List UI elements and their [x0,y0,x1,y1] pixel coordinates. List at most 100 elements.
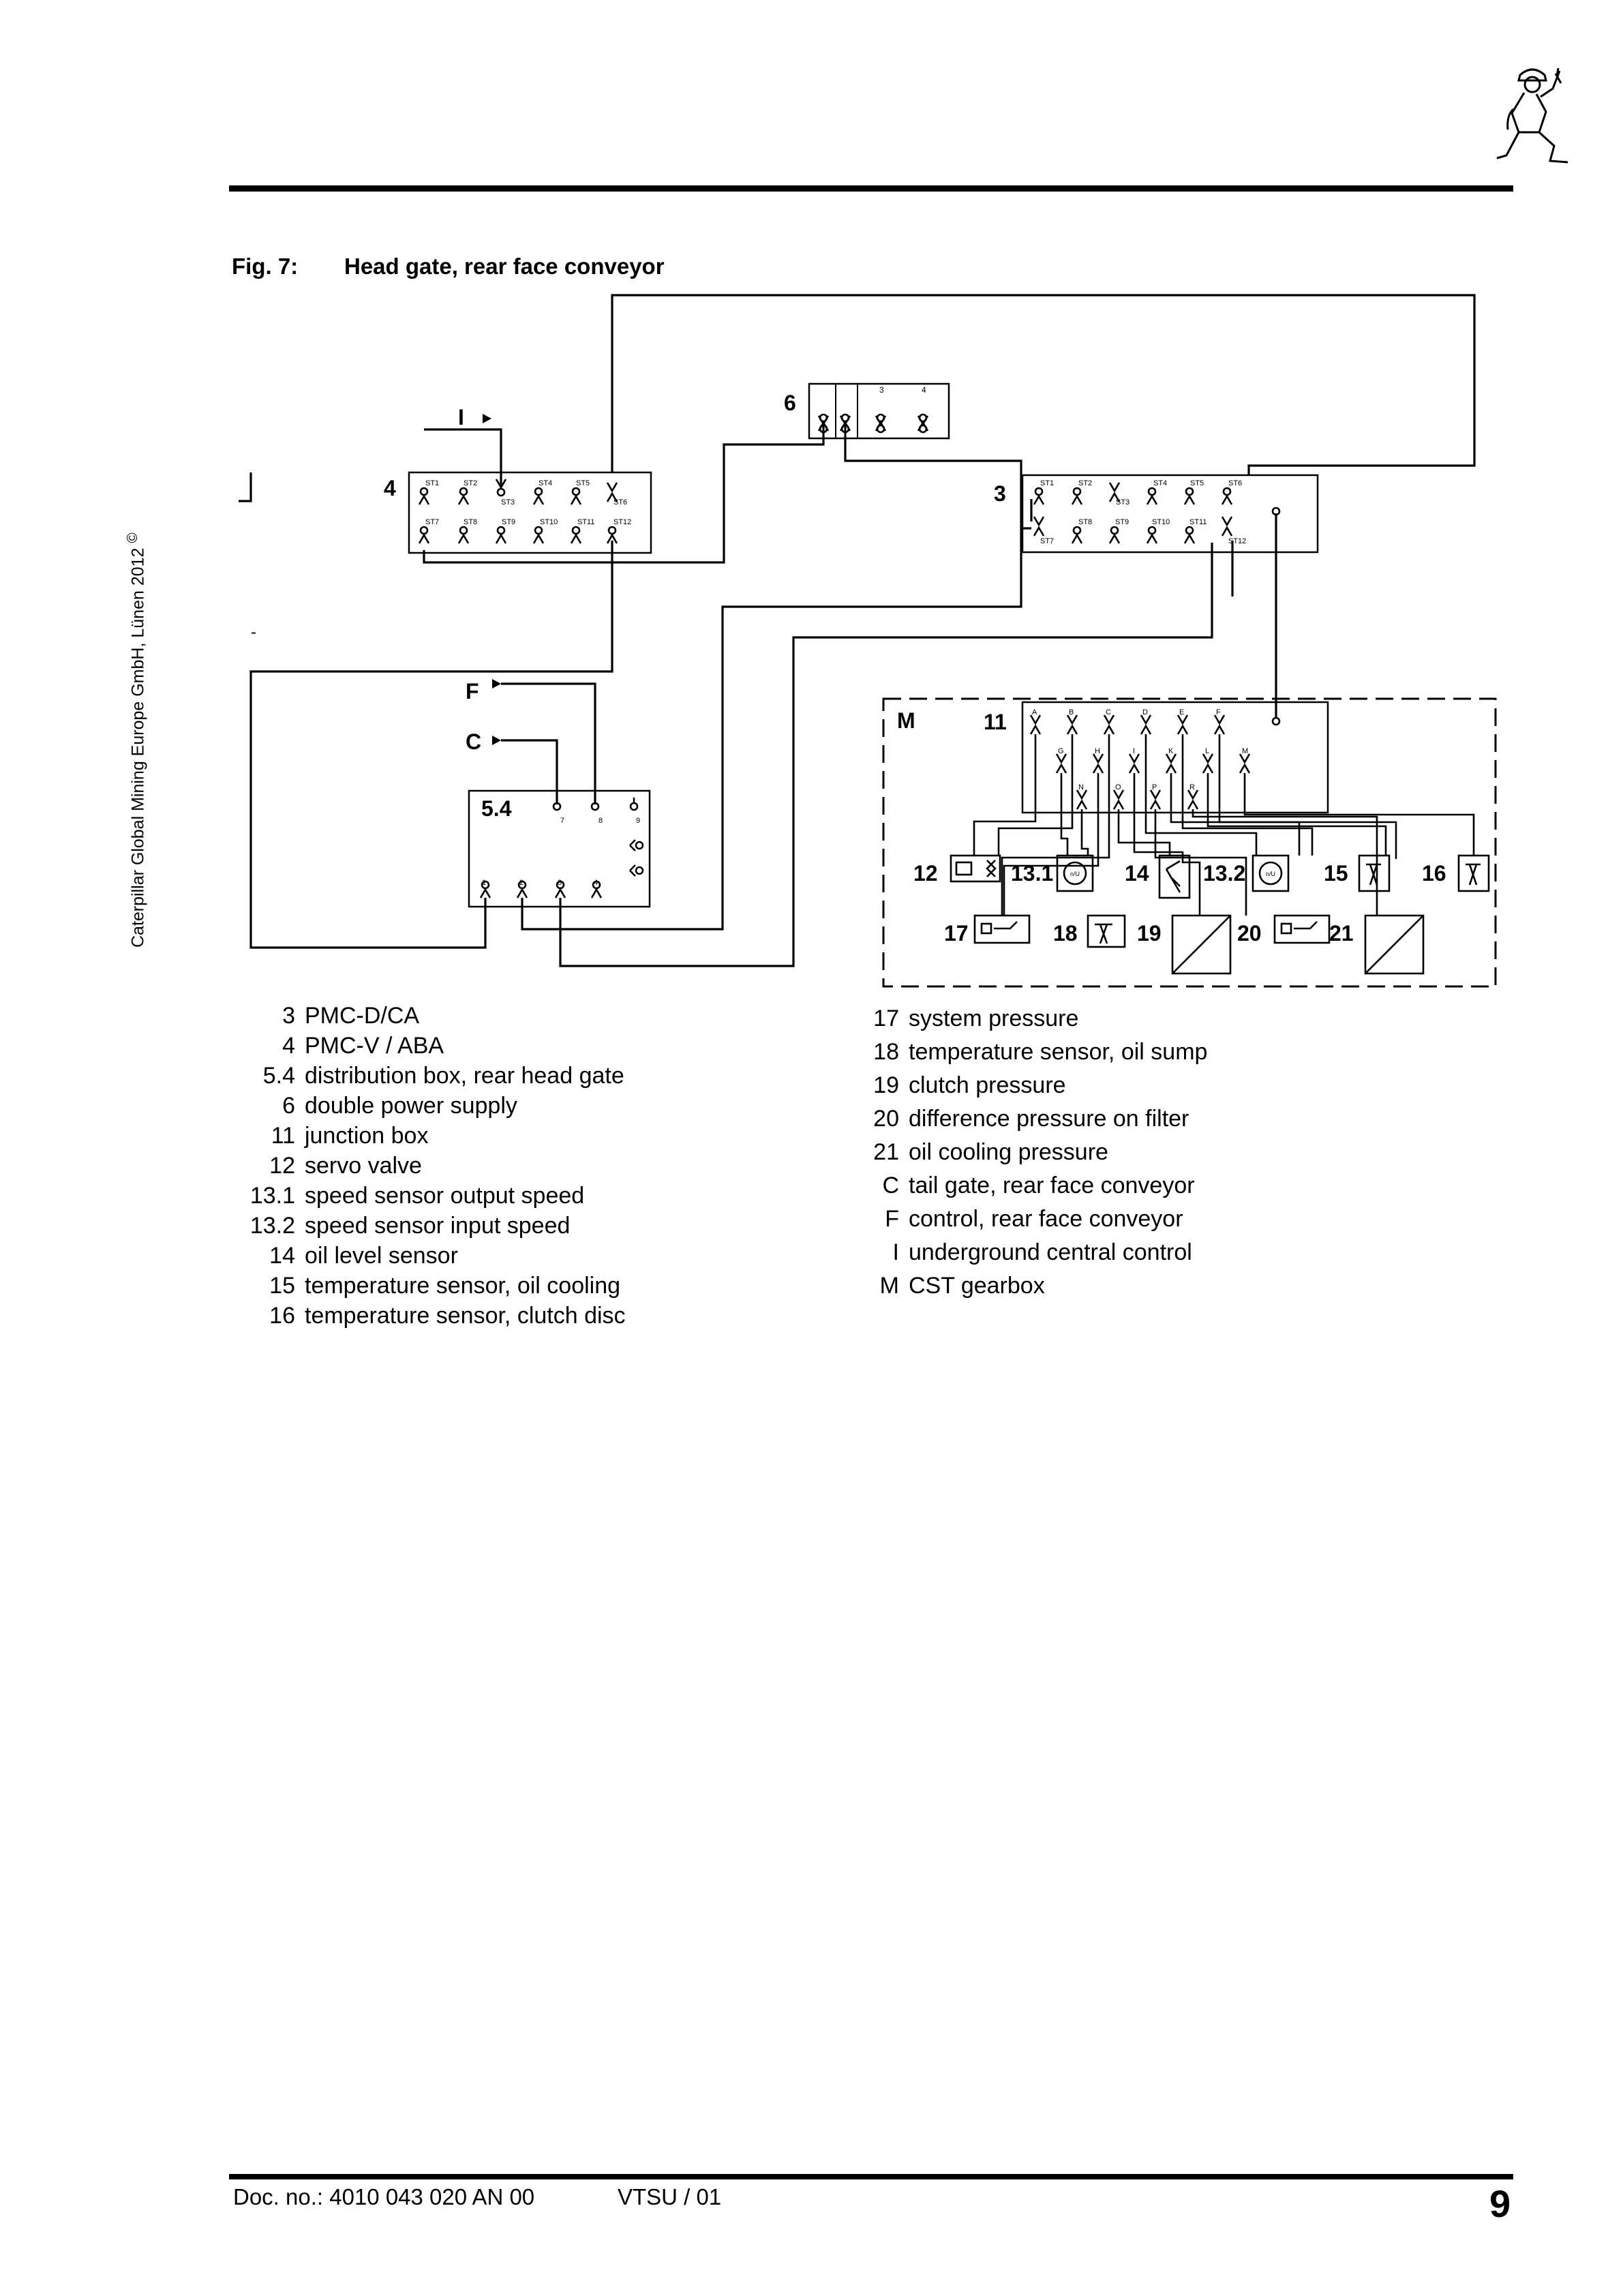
legend-item: 13.1 speed sensor output speed [218,1181,626,1211]
diagram-dash: - [251,623,256,641]
box6-term-4: 4 [922,385,926,395]
label-11: 11 [984,710,1007,734]
legend-number: 15 [269,1273,295,1299]
device-label: 13.1 [1011,861,1053,886]
legend-number: M [879,1273,899,1299]
svg-text:ST12: ST12 [613,518,631,526]
system-pressure-symbol [973,914,1031,944]
junction-box-11 [1021,701,1329,814]
legend-number: 19 [873,1072,899,1098]
legend-text: PMC-V / ABA [305,1033,444,1059]
svg-text:ST8: ST8 [1078,518,1092,526]
svg-text:R: R [1189,783,1195,791]
legend-number: 12 [269,1153,295,1179]
label-M: M [897,708,915,733]
legend-text: double power supply [305,1093,517,1119]
doc-number: Doc. no.: 4010 043 020 AN 00 [233,2184,535,2209]
legend-text: difference pressure on filter [909,1106,1189,1132]
legend-number: 13.1 [249,1183,295,1209]
legend-item: 15 temperature sensor, oil cooling [218,1271,626,1301]
legend-text: junction box [305,1123,429,1149]
svg-text:K: K [1168,747,1174,755]
legend-number: 5.4 [262,1063,295,1089]
label-4: 4 [384,476,396,500]
svg-text:ST5: ST5 [576,479,590,487]
legend-text: CST gearbox [909,1273,1045,1299]
legend-number: I [892,1239,899,1265]
svg-text:ST9: ST9 [502,518,515,526]
svg-text:ST3: ST3 [501,498,515,507]
page-number: 9 [1489,2182,1511,2225]
legend-text: servo valve [305,1153,422,1179]
pmc-d-ca-box [1021,474,1319,554]
side-text: Caterpillar Global Mining Europe GmbH, L… [128,547,148,948]
svg-text:ST6: ST6 [613,498,627,507]
svg-text:M: M [1242,747,1248,755]
svg-text:C: C [1106,708,1111,716]
legend-number: 13.2 [249,1213,295,1239]
oil-cooling-pressure-symbol [1364,914,1425,975]
legend-text: speed sensor output speed [305,1183,585,1209]
header-rule [229,185,1513,192]
legend-item: M CST gearbox [866,1269,1207,1303]
svg-text:4: 4 [594,879,598,887]
device-label: 19 [1137,921,1162,946]
label-5-4: 5.4 [481,796,512,821]
svg-text:ST11: ST11 [1189,518,1207,526]
legend-text: distribution box, rear head gate [305,1063,624,1089]
footer-rule [229,2174,1513,2179]
copyright-icon: © [125,532,140,543]
device-label: 15 [1324,861,1348,886]
temp-sensor-oil-cooling-symbol [1358,854,1391,892]
legend-item: 12 servo valve [218,1151,626,1181]
legend-number: 21 [873,1139,899,1165]
svg-text:ST11: ST11 [577,518,594,526]
svg-text:N: N [1078,783,1084,791]
device-label: 21 [1329,921,1354,946]
device-label: 13.2 [1203,861,1245,886]
svg-text:8: 8 [598,817,603,825]
wires [239,294,1476,967]
svg-text:G: G [1058,747,1064,755]
device-label: 14 [1125,861,1149,886]
svg-text:n/U: n/U [1070,871,1080,877]
servo-valve-symbol [950,854,1001,883]
svg-text:3: 3 [558,879,562,887]
svg-text:ST7: ST7 [425,518,439,526]
legend-item: 19 clutch pressure [866,1069,1207,1102]
svg-text:D: D [1142,708,1148,716]
svg-text:I: I [1133,747,1135,755]
legend-text: speed sensor input speed [305,1213,571,1239]
figure-label: Fig. 7: [232,254,299,279]
box6-term-3: 3 [879,385,884,395]
legend-text: temperature sensor, oil cooling [305,1273,621,1299]
legend-text: underground central control [909,1239,1192,1265]
legend-item: 21 oil cooling pressure [866,1136,1207,1169]
worker-mascot-icon [1496,67,1568,164]
legend-text: oil cooling pressure [909,1139,1108,1165]
legend-item: 5.4 distribution box, rear head gate [218,1061,626,1091]
svg-text:ST8: ST8 [464,518,477,526]
device-label: 17 [944,921,969,946]
svg-text:ST4: ST4 [539,479,552,487]
label-C: C [466,729,481,754]
legend-number: 17 [873,1006,899,1031]
svg-text:E: E [1179,708,1184,716]
legend-number: C [882,1173,899,1198]
svg-text:ST6: ST6 [1228,479,1242,487]
legend-number: 6 [282,1093,295,1119]
legend-number: 14 [269,1243,295,1269]
label-F: F [466,679,479,704]
legend-text: clutch pressure [909,1072,1066,1098]
filter-pressure-difference-symbol [1273,914,1331,944]
svg-text:ST10: ST10 [540,518,558,526]
